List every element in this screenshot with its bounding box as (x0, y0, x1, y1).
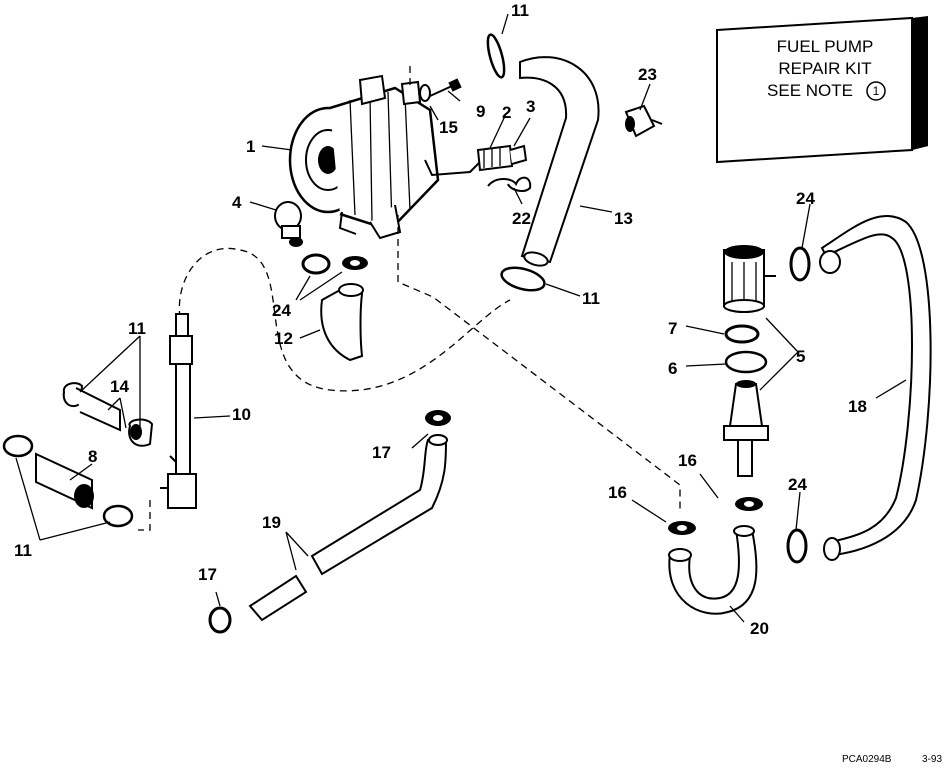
fuel-hose-part (248, 574, 308, 622)
note-box-line1: FUEL PUMP (777, 37, 874, 56)
gasket-part (724, 350, 768, 374)
callout-14: 14 (110, 377, 129, 396)
o-ring-part (724, 324, 760, 344)
washer-part (419, 84, 431, 102)
hose-clamp-part (62, 382, 154, 447)
callout-11-bottom: 11 (14, 541, 32, 560)
callout-9: 9 (476, 102, 485, 121)
callout-11-top: 11 (511, 1, 529, 20)
callout-17-bottom: 17 (198, 565, 217, 584)
hose-clamp-part (2, 434, 134, 528)
hose-clamp-part (668, 497, 763, 535)
fuel-hose-part (320, 288, 364, 362)
note-box-line3: SEE NOTE (767, 81, 853, 100)
hose-clamp-part (486, 33, 506, 79)
leader-lines (15, 13, 907, 623)
figure-ref-code: PCA0294B (842, 754, 892, 765)
callout-labels: 1 4 11 2 3 9 15 22 13 23 11 24 12 11 14 … (14, 1, 867, 638)
callout-4: 4 (232, 193, 242, 212)
fuel-pump-assembly (288, 74, 481, 240)
callout-8: 8 (88, 447, 97, 466)
note-number: 1 (873, 84, 880, 98)
note-box-line2: REPAIR KIT (778, 59, 871, 78)
fuel-filter-part (723, 245, 776, 313)
fitting-part (624, 104, 663, 138)
figure-date: 3-93 (922, 754, 942, 765)
fuel-hose-part (668, 529, 758, 615)
callout-3: 3 (526, 97, 535, 116)
callout-13: 13 (614, 209, 633, 228)
callout-7: 7 (668, 319, 677, 338)
callout-1: 1 (246, 137, 255, 156)
callout-22: 22 (512, 209, 531, 228)
callout-24-bottom: 24 (788, 475, 807, 494)
hose-clamp-part (786, 246, 811, 564)
callout-19: 19 (262, 513, 281, 532)
note-number-circle (866, 81, 886, 101)
filter-element-part (723, 380, 769, 477)
callout-16-left: 16 (608, 483, 627, 502)
callout-12: 12 (274, 329, 293, 348)
check-valve-part (274, 201, 303, 247)
callout-11-mid: 11 (582, 289, 600, 308)
hose-clamp-part (500, 266, 546, 292)
callout-24-left: 24 (272, 301, 291, 320)
hose-clip-part (487, 176, 532, 192)
screw-part (429, 78, 462, 97)
callout-24-top: 24 (796, 189, 815, 208)
fuel-line-part (160, 313, 197, 509)
fuel-fitting-part (476, 144, 528, 172)
repair-kit-note-box: FUEL PUMP REPAIR KIT SEE NOTE 1 (716, 16, 928, 164)
callout-2: 2 (502, 103, 511, 122)
callout-18: 18 (848, 397, 867, 416)
callout-17-top: 17 (372, 443, 391, 462)
callout-16-right: 16 (678, 451, 697, 470)
hose-clamp-part (301, 253, 368, 275)
callout-5: 5 (796, 347, 805, 366)
fuel-hose-part (519, 56, 600, 264)
callout-11-left: 11 (128, 319, 146, 338)
callout-20: 20 (750, 619, 769, 638)
callout-10: 10 (232, 405, 251, 424)
callout-23: 23 (638, 65, 657, 84)
callout-15: 15 (439, 118, 458, 137)
callout-6: 6 (668, 359, 677, 378)
hose-clamp-part (208, 410, 451, 634)
